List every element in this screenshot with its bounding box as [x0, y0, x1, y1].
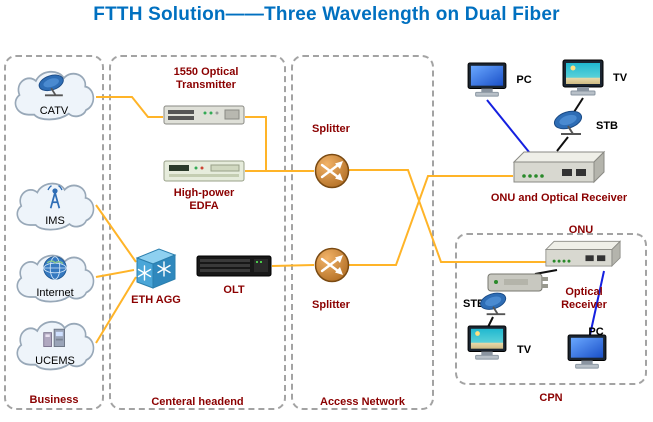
edfa-device [163, 157, 245, 185]
antenna-icon [47, 185, 63, 209]
onu-box-icon [544, 238, 622, 271]
transmitter-device [163, 101, 245, 129]
tv-top-device [561, 59, 605, 97]
splitter-icon [314, 247, 350, 283]
tv-cpn-label: TV [516, 344, 532, 356]
tv-monitor-icon [466, 325, 508, 361]
stb-top-label: STB [596, 120, 618, 132]
snowflake-icon [137, 265, 152, 281]
ucems-cloud: UCEMS [10, 316, 100, 374]
switch-cube-icon [135, 248, 177, 289]
group-access-label: Access Network [320, 396, 405, 408]
ims-cloud: IMS [10, 178, 100, 234]
eth-agg-label: ETH AGG [131, 294, 181, 306]
pc-monitor-icon [466, 62, 508, 98]
pc-top-label: PC [516, 74, 532, 86]
olt-device [196, 254, 272, 278]
onu-receiver-box-icon [512, 148, 606, 188]
olt-rack-icon [196, 255, 272, 277]
eth-agg-device [132, 244, 178, 292]
catv-label: CATV [39, 105, 69, 117]
stb-cpn-label: STB [463, 298, 485, 310]
onu-receiver-device [512, 148, 606, 188]
pc-top-device [466, 62, 508, 98]
ucems-label: UCEMS [35, 355, 75, 367]
splitter-bottom-device [314, 247, 350, 283]
group-business-label: Business [29, 394, 79, 406]
tv-monitor-icon [561, 59, 605, 97]
group-headend-label: Centeral headend [151, 396, 244, 408]
splitter-top-label: Splitter [312, 123, 350, 135]
tv-top-label: TV [612, 72, 628, 84]
ucems-equipment-icon [43, 328, 65, 347]
onu-cpn-label: ONU [568, 224, 594, 236]
page-title: FTTH Solution——Three Wavelength on Dual … [93, 4, 560, 25]
globe-icon [43, 256, 67, 280]
edfa-label: High-power EDFA [173, 187, 235, 213]
onu-receiver-label: ONU and Optical Receiver [490, 192, 628, 204]
edfa-unit-icon [163, 160, 245, 182]
rack-unit-icon [163, 105, 245, 125]
catv-cloud: CATV [8, 66, 100, 124]
ims-label: IMS [45, 215, 65, 227]
splitter-bottom-label: Splitter [312, 299, 350, 311]
tv-cpn-device [466, 325, 508, 361]
stb-icon [551, 109, 589, 137]
group-access-box [291, 55, 434, 410]
stb-icon [477, 291, 513, 317]
olt-label: OLT [223, 284, 245, 296]
group-cpn-label: CPN [539, 392, 563, 404]
snowflake-icon [157, 261, 171, 277]
splitter-top-device [314, 153, 350, 189]
optical-receiver-box-icon [487, 273, 548, 292]
internet-label: Internet [36, 287, 74, 299]
satellite-dish-icon [36, 73, 70, 98]
pc-monitor-icon [566, 334, 608, 370]
internet-cloud: Internet [10, 250, 100, 306]
stb-cpn-device [477, 291, 513, 317]
transmitter-label: 1550 Optical Transmitter [173, 66, 239, 92]
optical-receiver-device [486, 269, 550, 295]
pc-cpn-device [566, 334, 608, 370]
stb-top-device [551, 109, 589, 137]
optical-receiver-label: Optical Receiver [561, 286, 607, 312]
splitter-icon [314, 153, 350, 189]
onu-cpn-device [544, 238, 622, 271]
group-cpn-box [455, 233, 647, 385]
